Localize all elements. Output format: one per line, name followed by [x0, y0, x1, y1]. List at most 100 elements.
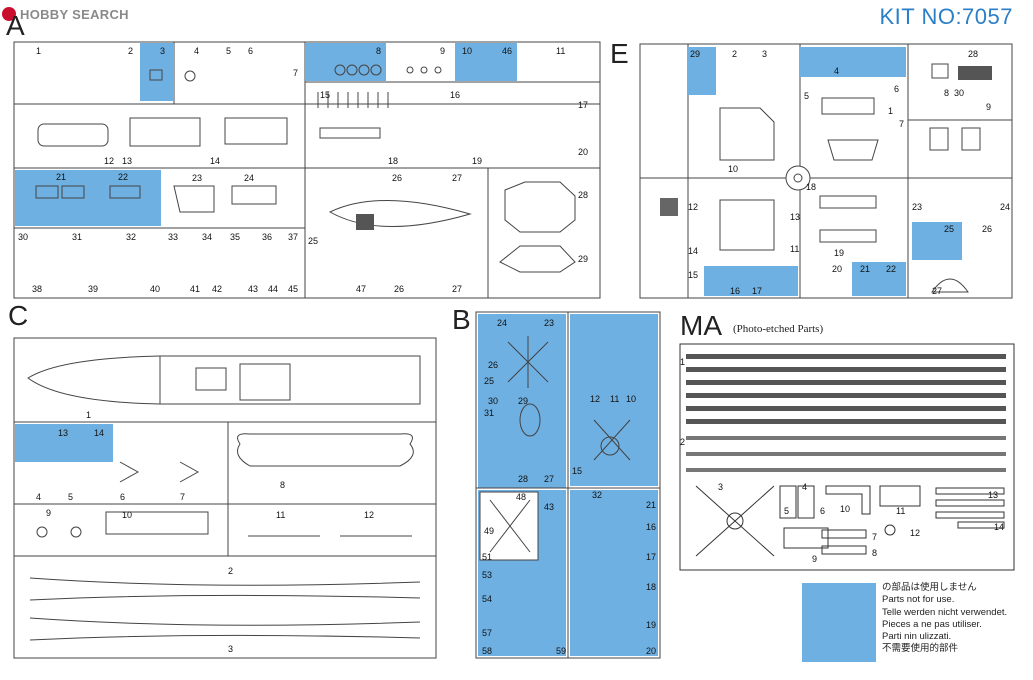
e-label: 21 — [860, 264, 870, 274]
b-label: 30 — [488, 396, 498, 406]
b-label: 43 — [544, 502, 554, 512]
a-label: 23 — [192, 173, 202, 183]
b-label: 27 — [544, 474, 554, 484]
e-label: 10 — [728, 164, 738, 174]
e-label: 2 — [732, 49, 737, 59]
a-label: 35 — [230, 232, 240, 242]
b-label: 19 — [646, 620, 656, 630]
sprue-ma-frame — [679, 343, 1015, 571]
a-label: 17 — [578, 100, 588, 110]
legend-line: Telle werden nicht verwendet. — [882, 606, 1008, 618]
c-label: 9 — [46, 508, 51, 518]
hobby-search-logo: HOBBY SEARCH — [2, 6, 129, 22]
ma-label: 5 — [784, 506, 789, 516]
sprue-a — [13, 41, 601, 299]
a-label: 3 — [160, 46, 165, 56]
b-label: 16 — [646, 522, 656, 532]
sprue-c-frame — [13, 337, 437, 659]
a-label: 38 — [32, 284, 42, 294]
b-label: 59 — [556, 646, 566, 656]
a-label: 40 — [150, 284, 160, 294]
sprue-c — [13, 337, 437, 659]
e-label: 23 — [912, 202, 922, 212]
unused-a3 — [140, 43, 174, 101]
legend-line: Parts not for use. — [882, 594, 955, 606]
b-label: 21 — [646, 500, 656, 510]
sprue-a-frame — [13, 41, 601, 299]
e-label: 17 — [752, 286, 762, 296]
logo-text: HOBBY SEARCH — [20, 6, 129, 22]
c-label: 3 — [228, 644, 233, 654]
b-label: 51 — [482, 552, 492, 562]
unused-e16-17 — [704, 266, 798, 296]
e-label: 6 — [894, 84, 899, 94]
e-label: 14 — [688, 246, 698, 256]
unused-a10 — [455, 43, 517, 81]
b-label: 15 — [572, 466, 582, 476]
b-label: 26 — [488, 360, 498, 370]
legend-line: Parti nin ulizzati. — [882, 631, 952, 643]
a-label: 18 — [388, 156, 398, 166]
a-label: 15 — [320, 90, 330, 100]
b-label: 48 — [516, 492, 526, 502]
a-label: 28 — [578, 190, 588, 200]
unused-e4 — [800, 47, 906, 77]
a-label: 1 — [36, 46, 41, 56]
ma-label: 4 — [802, 482, 807, 492]
b-label: 11 — [610, 394, 619, 404]
e-label: 26 — [982, 224, 992, 234]
b-label: 58 — [482, 646, 492, 656]
c-label: 14 — [94, 428, 104, 438]
e-label: 12 — [688, 202, 698, 212]
unused-e29 — [688, 47, 716, 95]
c-label: 13 — [58, 428, 68, 438]
sprue-e — [639, 43, 1013, 299]
a-label: 26 — [394, 284, 404, 294]
a-label: 21 — [56, 172, 66, 182]
ma-label: 7 — [872, 532, 877, 542]
e-label: 15 — [688, 270, 698, 280]
sprue-b-title: B — [452, 304, 471, 335]
sprue-b — [475, 311, 661, 659]
ma-label: 12 — [910, 528, 920, 538]
unused-e21-22 — [852, 262, 906, 296]
c-label: 11 — [276, 510, 285, 520]
a-label: 2 — [128, 46, 133, 56]
e-label: 4 — [834, 66, 839, 76]
ma-label: 9 — [812, 554, 817, 564]
e-label: 30 — [954, 88, 964, 98]
b-label: 12 — [590, 394, 600, 404]
a-label: 41 — [190, 284, 200, 294]
hull-deck-part — [27, 355, 421, 405]
a-label: 37 — [288, 232, 298, 242]
a-label: 31 — [72, 232, 82, 242]
a-label: 44 — [268, 284, 278, 294]
a-label: 14 — [210, 156, 220, 166]
ma-label: 11 — [896, 506, 905, 516]
e-label: 3 — [762, 49, 767, 59]
e-label: 1 — [888, 106, 893, 116]
e-label: 19 — [834, 248, 844, 258]
b-label: 53 — [482, 570, 492, 580]
a-label: 24 — [244, 173, 254, 183]
c-label: 8 — [280, 480, 285, 490]
b-label: 32 — [592, 490, 602, 500]
b-label: 54 — [482, 594, 492, 604]
c-label: 1 — [86, 410, 91, 420]
part-b48 — [479, 491, 539, 561]
e-label: 28 — [968, 49, 978, 59]
e-label: 24 — [1000, 202, 1010, 212]
a-label: 45 — [288, 284, 298, 294]
c-label: 12 — [364, 510, 374, 520]
logo-ball-icon — [2, 7, 16, 21]
a-label: 8 — [376, 46, 381, 56]
a-label: 12 — [104, 156, 114, 166]
a-label: 27 — [452, 173, 462, 183]
a-label: 19 — [472, 156, 482, 166]
c-label: 6 — [120, 492, 125, 502]
legend: の部品は使用しません Parts not for use. Telle werd… — [882, 582, 1007, 656]
b-label: 28 — [518, 474, 528, 484]
e-label: 13 — [790, 212, 800, 222]
a-label: 33 — [168, 232, 178, 242]
